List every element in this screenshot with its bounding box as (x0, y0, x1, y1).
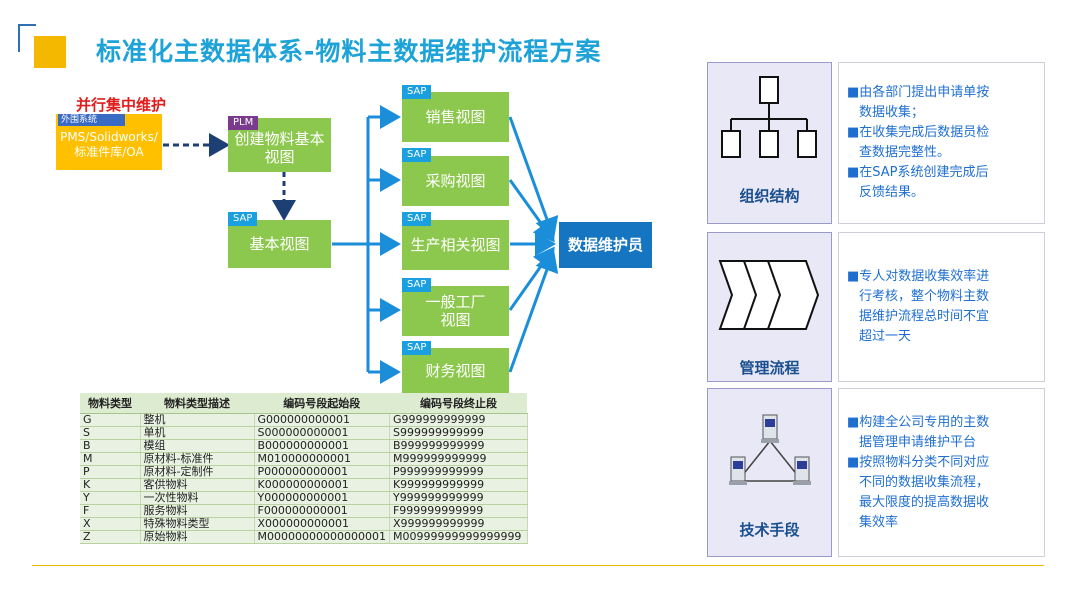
external-systems-tag: 外围系统 (58, 114, 125, 126)
flow-connectors (163, 105, 559, 384)
sap-tag: SAP (228, 212, 258, 226)
arrow-finance-to-dm (508, 250, 559, 373)
process-chevrons-icon (718, 260, 820, 330)
arrow-plant-to-dm (508, 246, 555, 311)
col-header: 编码号段终止段 (389, 393, 528, 414)
computer-icon (761, 414, 779, 443)
footer-divider (32, 565, 1044, 566)
basic-view-box: 基本视图 (228, 220, 331, 268)
col-header: 物料类型 (80, 393, 140, 414)
col-header: 物料类型描述 (140, 393, 254, 414)
sap-tag: SAP (402, 278, 432, 292)
sap-tag: SAP (402, 341, 432, 355)
sap-tag: SAP (402, 85, 432, 99)
technical-means-desc: ■构建全公司专用的主数 据管理申请维护平台 ■按照物料分类不同对应 不同的数据收… (838, 388, 1045, 557)
arrow-sales-to-dm (508, 116, 559, 239)
panel-label: 组织结构 (739, 187, 800, 205)
plm-tag: PLM (228, 116, 259, 130)
panel-label: 技术手段 (739, 521, 800, 539)
sap-tag: SAP (402, 212, 432, 226)
panel-label: 管理流程 (739, 359, 800, 377)
page-title: 标准化主数据体系-物料主数据维护流程方案 (96, 37, 602, 66)
title-decoration-square (34, 36, 66, 68)
org-chart-icon (721, 76, 817, 158)
computer-icon (793, 456, 811, 485)
technical-means-panel: 技术手段 (707, 388, 832, 557)
finance-view-box: 财务视图 (402, 348, 509, 394)
computer-icon (729, 456, 747, 485)
title-decoration-outline (18, 24, 36, 52)
plant-view-box: 一般工厂 视图 (402, 286, 509, 336)
management-process-desc: ■专人对数据收集效率进 行考核，整个物料主数 据维护流程总时间不宜 超过一天 (838, 232, 1045, 382)
management-process-panel: 管理流程 (707, 232, 832, 382)
parallel-maintenance-label: 并行集中维护 (76, 96, 167, 114)
network-computers-icon (729, 414, 811, 485)
col-header: 编码号段起始段 (254, 393, 390, 414)
sales-view-box: 销售视图 (402, 92, 509, 142)
external-systems-text: PMS/Solidworks/ 标准件库/OA (60, 130, 158, 159)
table-header-row: 物料类型 物料类型描述 编码号段起始段 编码号段终止段 (80, 393, 528, 414)
production-view-box: 生产相关视图 (402, 220, 509, 270)
arrow-purchase-to-dm (508, 179, 555, 243)
data-maintainer-box: 数据维护员 (559, 222, 652, 268)
org-structure-desc: ■由各部门提出申请单按 数据收集； ■在收集完成后数据员检 查数据完整性。 ■在… (838, 62, 1045, 224)
org-structure-panel: 组织结构 (707, 62, 832, 224)
sap-tag: SAP (402, 148, 432, 162)
purchase-view-box: 采购视图 (402, 156, 509, 206)
